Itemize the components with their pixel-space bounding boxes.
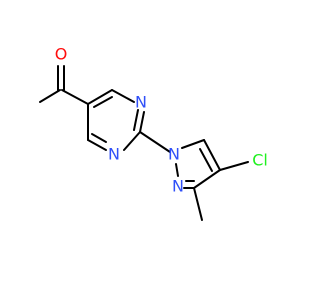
molecule-structure-diagram: O N N N N Cl xyxy=(39,45,268,221)
atom-label-n-pyrimidine-2: N xyxy=(108,145,120,164)
bond-pyrimidine-n1-c6 xyxy=(87,139,107,151)
bond-pyrimidine-n1-c6-double xyxy=(91,133,107,143)
bond-pyrimidine-c2-n1 xyxy=(123,131,141,151)
bond-pyrimidine-n3-c2 xyxy=(139,111,145,133)
bond-pyrazole-c4-c3 xyxy=(193,169,221,189)
atom-label-n-pyrimidine-1: N xyxy=(135,93,147,112)
bond-pyrimidine-n3-c2-double xyxy=(133,109,139,131)
bond-aldehyde-c-ring xyxy=(61,89,89,105)
atom-label-o-aldehyde: O xyxy=(55,45,68,64)
bond-pyrimidine-c5-c4-inner xyxy=(93,96,113,108)
bond-pyrazole-c5-c4-inner xyxy=(199,148,213,172)
atom-label-n-pyrazole-2: N xyxy=(172,177,184,196)
bond-pyrimidine-c5-c4 xyxy=(87,89,113,105)
bond-pyrazole-n1-c5 xyxy=(181,139,205,149)
bond-pyrazole-c5-c4 xyxy=(203,139,221,171)
bond-pyrimidine-pyrazole xyxy=(139,131,171,153)
bond-c4-cl xyxy=(219,161,249,171)
bond-pyrazole-n2-n1 xyxy=(175,163,179,177)
bond-aldehyde-c-h xyxy=(39,89,61,103)
bond-pyrimidine-c4-n3 xyxy=(111,89,135,103)
atom-label-cl: Cl xyxy=(252,151,268,170)
atom-label-n-pyrazole-1: N xyxy=(168,145,180,164)
bond-c3-methyl xyxy=(193,187,203,221)
